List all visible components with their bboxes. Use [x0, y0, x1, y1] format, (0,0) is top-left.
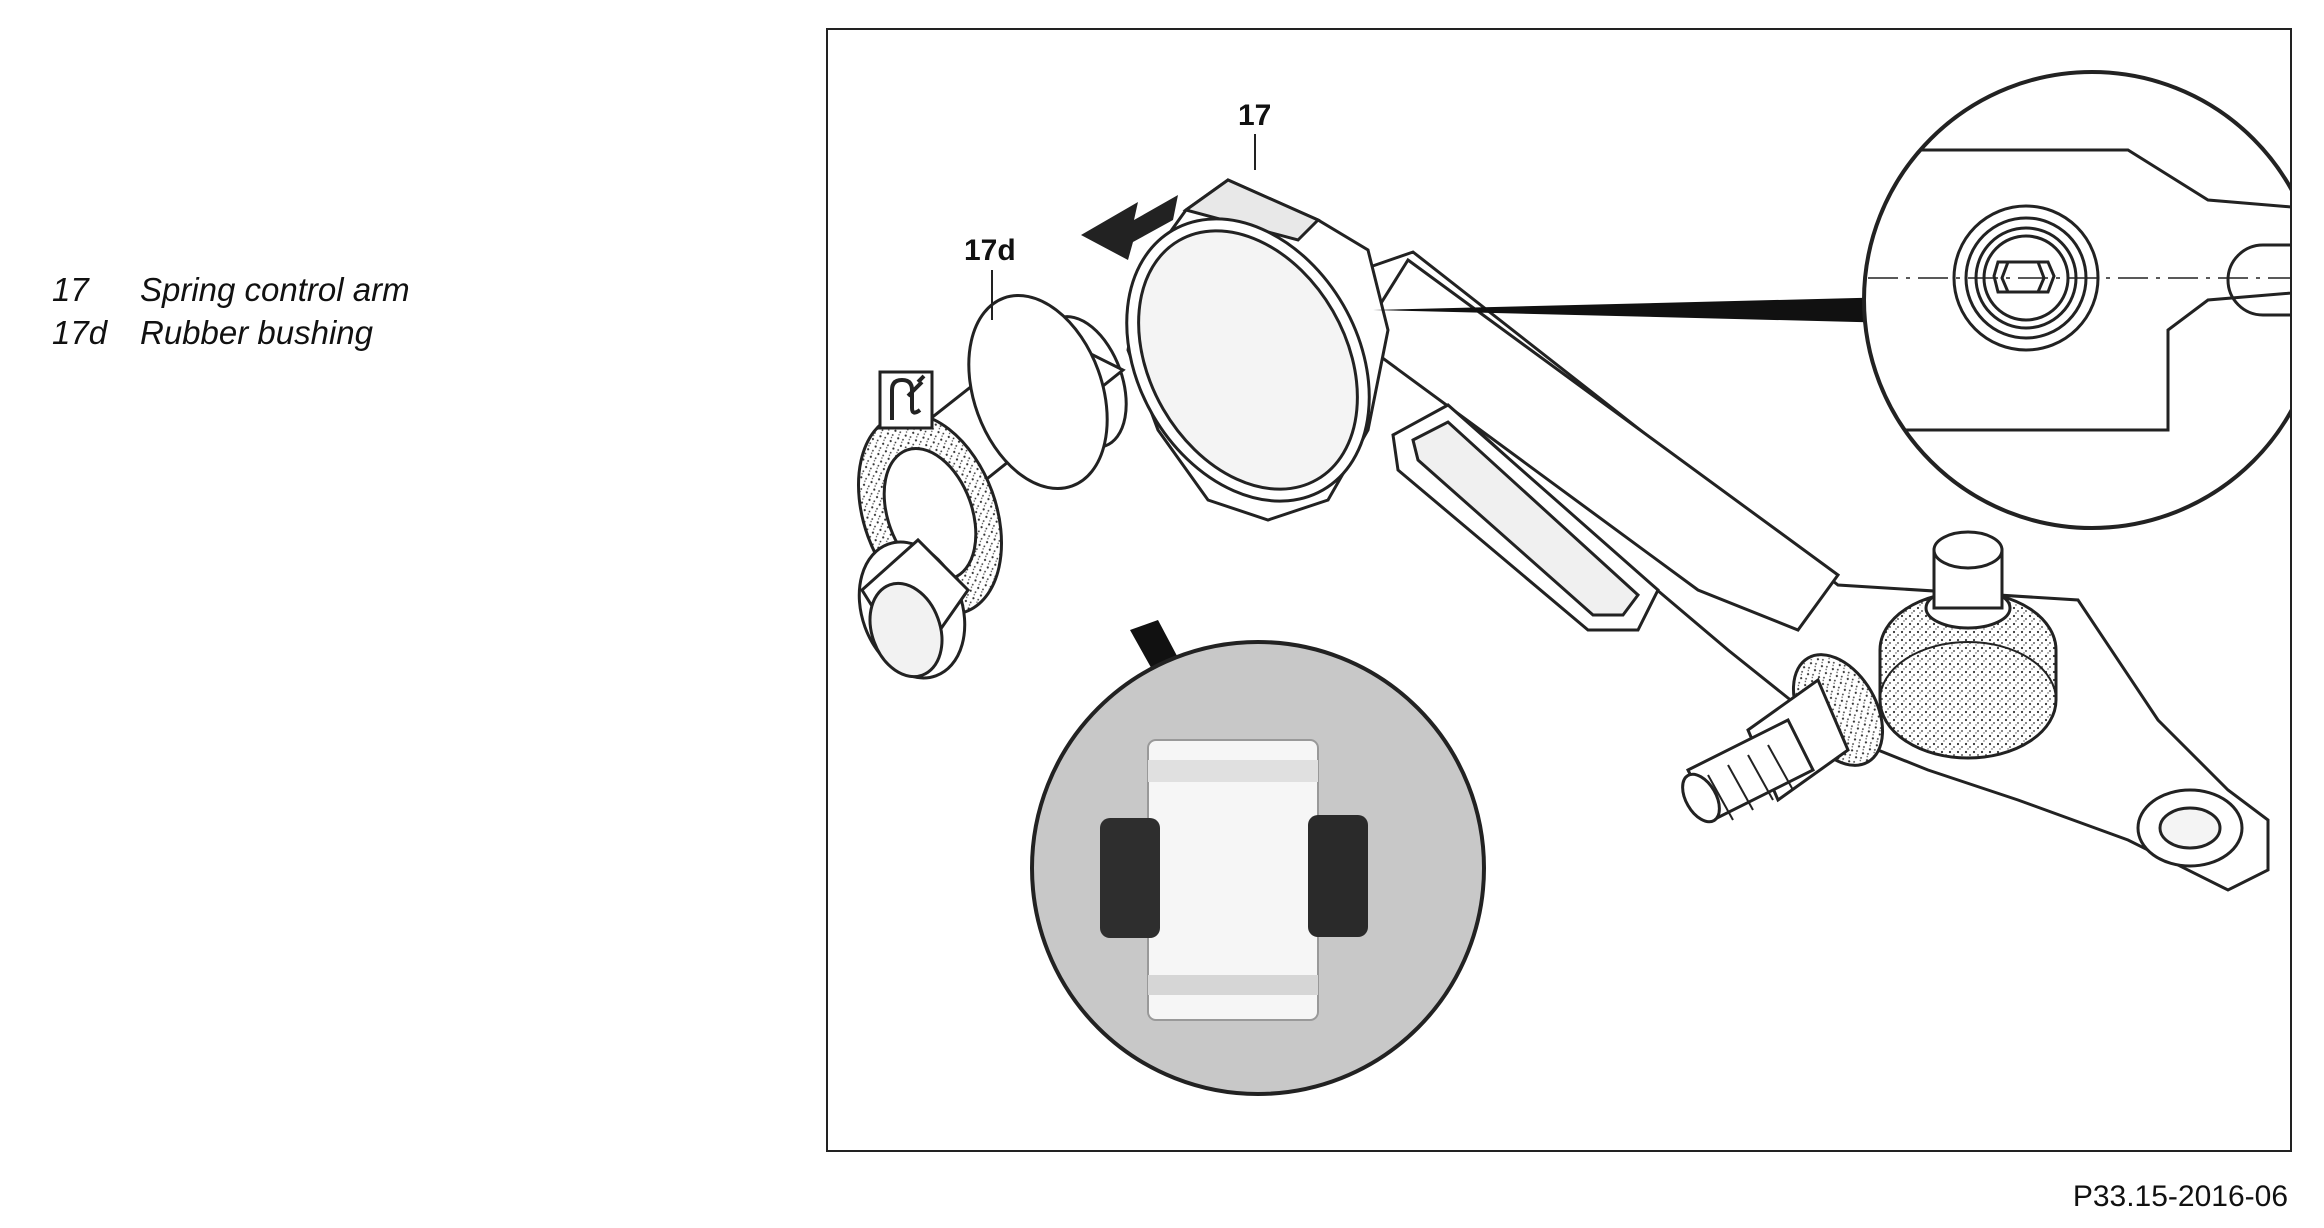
bottom-photo-inset	[1030, 620, 1486, 1096]
control-arm-illustration: 17 17d	[857, 70, 2290, 1096]
legend-label: Rubber bushing	[140, 313, 373, 351]
parts-legend: 17 Spring control arm 17d Rubber bushing	[52, 268, 410, 354]
bushing-callout-label: 17d	[964, 234, 1016, 267]
figure-code: P33.15-2016-06	[2072, 1180, 2288, 1213]
legend-item-spring-control-arm: 17 Spring control arm	[52, 268, 410, 311]
arm-callout-label: 17	[1238, 99, 1271, 132]
rubber-bushing	[857, 294, 1128, 680]
legend-item-rubber-bushing: 17d Rubber bushing	[52, 311, 410, 354]
legend-number: 17d	[52, 313, 108, 351]
legend-label: Spring control arm	[140, 270, 410, 308]
top-detail-inset	[1373, 70, 2290, 530]
hook-tool-icon	[878, 370, 934, 430]
threaded-stud	[1681, 653, 1885, 824]
legend-number: 17	[52, 270, 89, 308]
ball-joint	[1878, 530, 2058, 760]
illustration-frame: 17 17d	[826, 28, 2292, 1152]
insertion-arrow-icon	[1081, 195, 1178, 260]
